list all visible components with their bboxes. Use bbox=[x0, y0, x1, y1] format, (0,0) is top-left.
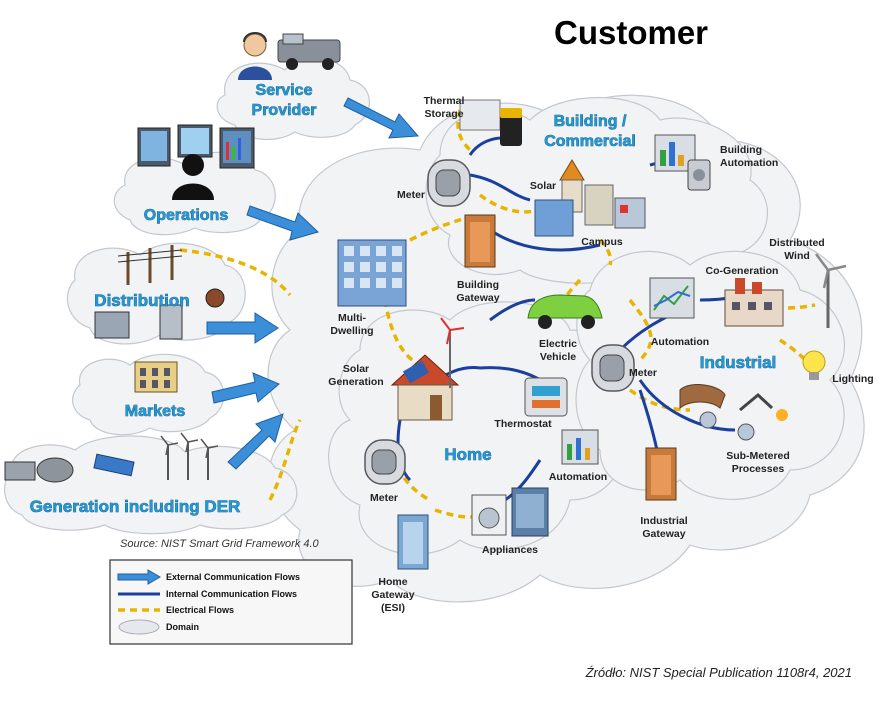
markets-title: Markets bbox=[125, 403, 186, 420]
building-meter-label: Meter bbox=[397, 189, 425, 201]
home-meter-icon bbox=[364, 439, 406, 485]
electric-vehicle-icon bbox=[527, 294, 603, 329]
home-title: Home bbox=[444, 445, 491, 464]
multi-dwelling-label: Multi-Dwelling bbox=[330, 312, 373, 337]
home-meter-label: Meter bbox=[370, 492, 398, 504]
operations-monitors-icon bbox=[137, 124, 255, 169]
sub-metered-processes-icon bbox=[679, 384, 788, 441]
service-truck-icon bbox=[277, 33, 341, 70]
home-solar-house-icon bbox=[390, 317, 465, 421]
legend-external-label: External Communication Flows bbox=[166, 572, 300, 582]
industrial-meter-label: Meter bbox=[629, 367, 657, 379]
thermal-storage-icon bbox=[459, 99, 522, 146]
co-generation-label: Co-Generation bbox=[706, 265, 779, 277]
industrial-title: Industrial bbox=[700, 353, 777, 372]
operator-icon bbox=[172, 154, 214, 200]
legend-internal-label: Internal Communication Flows bbox=[166, 589, 297, 599]
lighting-label: Lighting bbox=[832, 373, 873, 385]
appliances-label: Appliances bbox=[482, 544, 538, 556]
arrow-distribution bbox=[206, 312, 279, 344]
arrow-markets bbox=[211, 372, 280, 404]
legend-external-swatch bbox=[117, 569, 161, 585]
industrial-gateway-icon bbox=[645, 447, 677, 501]
home-gateway-icon bbox=[397, 514, 429, 570]
thermostat-label: Thermostat bbox=[494, 418, 552, 430]
solar-building-label: Solar bbox=[530, 180, 556, 192]
legend-domain-label: Domain bbox=[166, 622, 199, 632]
substation-icon bbox=[94, 288, 225, 340]
campus-label: Campus bbox=[581, 236, 623, 248]
generation-plant-icon bbox=[4, 453, 135, 483]
home-automation-icon bbox=[561, 429, 599, 465]
generation-title: Generation including DER bbox=[30, 497, 241, 516]
markets-building-icon bbox=[134, 361, 178, 393]
markets-cloud bbox=[72, 353, 225, 436]
distribution-title: Distribution bbox=[94, 291, 189, 310]
co-generation-factory-icon bbox=[724, 278, 784, 327]
arrow-service-provider bbox=[343, 97, 420, 139]
service-provider-person-icon bbox=[238, 32, 272, 80]
lighting-bulb-icon bbox=[802, 350, 826, 380]
legend-domain-swatch bbox=[118, 619, 160, 635]
arrow-generation bbox=[227, 413, 284, 470]
campus-buildings-icon bbox=[534, 159, 646, 237]
building-commercial-title: Building /Commercial bbox=[544, 113, 636, 150]
distributed-wind-turbine-icon bbox=[815, 253, 847, 328]
arrow-operations bbox=[246, 205, 319, 241]
thermostat-icon bbox=[524, 377, 568, 417]
generation-cloud bbox=[4, 435, 298, 535]
legend-electrical-label: Electrical Flows bbox=[166, 605, 234, 615]
home-automation-label: Automation bbox=[549, 471, 607, 483]
industrial-automation-label: Automation bbox=[651, 336, 709, 348]
appliances-icon bbox=[471, 487, 549, 537]
legend: External Communication Flows Internal Co… bbox=[109, 559, 353, 645]
source-nist-caption: Source: NIST Smart Grid Framework 4.0 bbox=[120, 538, 320, 550]
building-meter-icon bbox=[427, 159, 471, 207]
wind-turbines-icon bbox=[160, 432, 219, 480]
industrial-meter-icon bbox=[591, 344, 635, 392]
source-publication-caption: Źródło: NIST Special Publication 1108r4,… bbox=[585, 665, 852, 680]
operations-title: Operations bbox=[144, 207, 229, 224]
external-flow-arrows bbox=[206, 97, 420, 470]
building-gateway-icon bbox=[464, 214, 496, 268]
multi-dwelling-icon bbox=[337, 239, 407, 307]
distribution-power-lines-icon bbox=[117, 245, 183, 285]
industrial-automation-icon bbox=[649, 277, 695, 319]
building-automation-icon bbox=[654, 134, 711, 191]
customer-title: Customer bbox=[554, 14, 708, 51]
